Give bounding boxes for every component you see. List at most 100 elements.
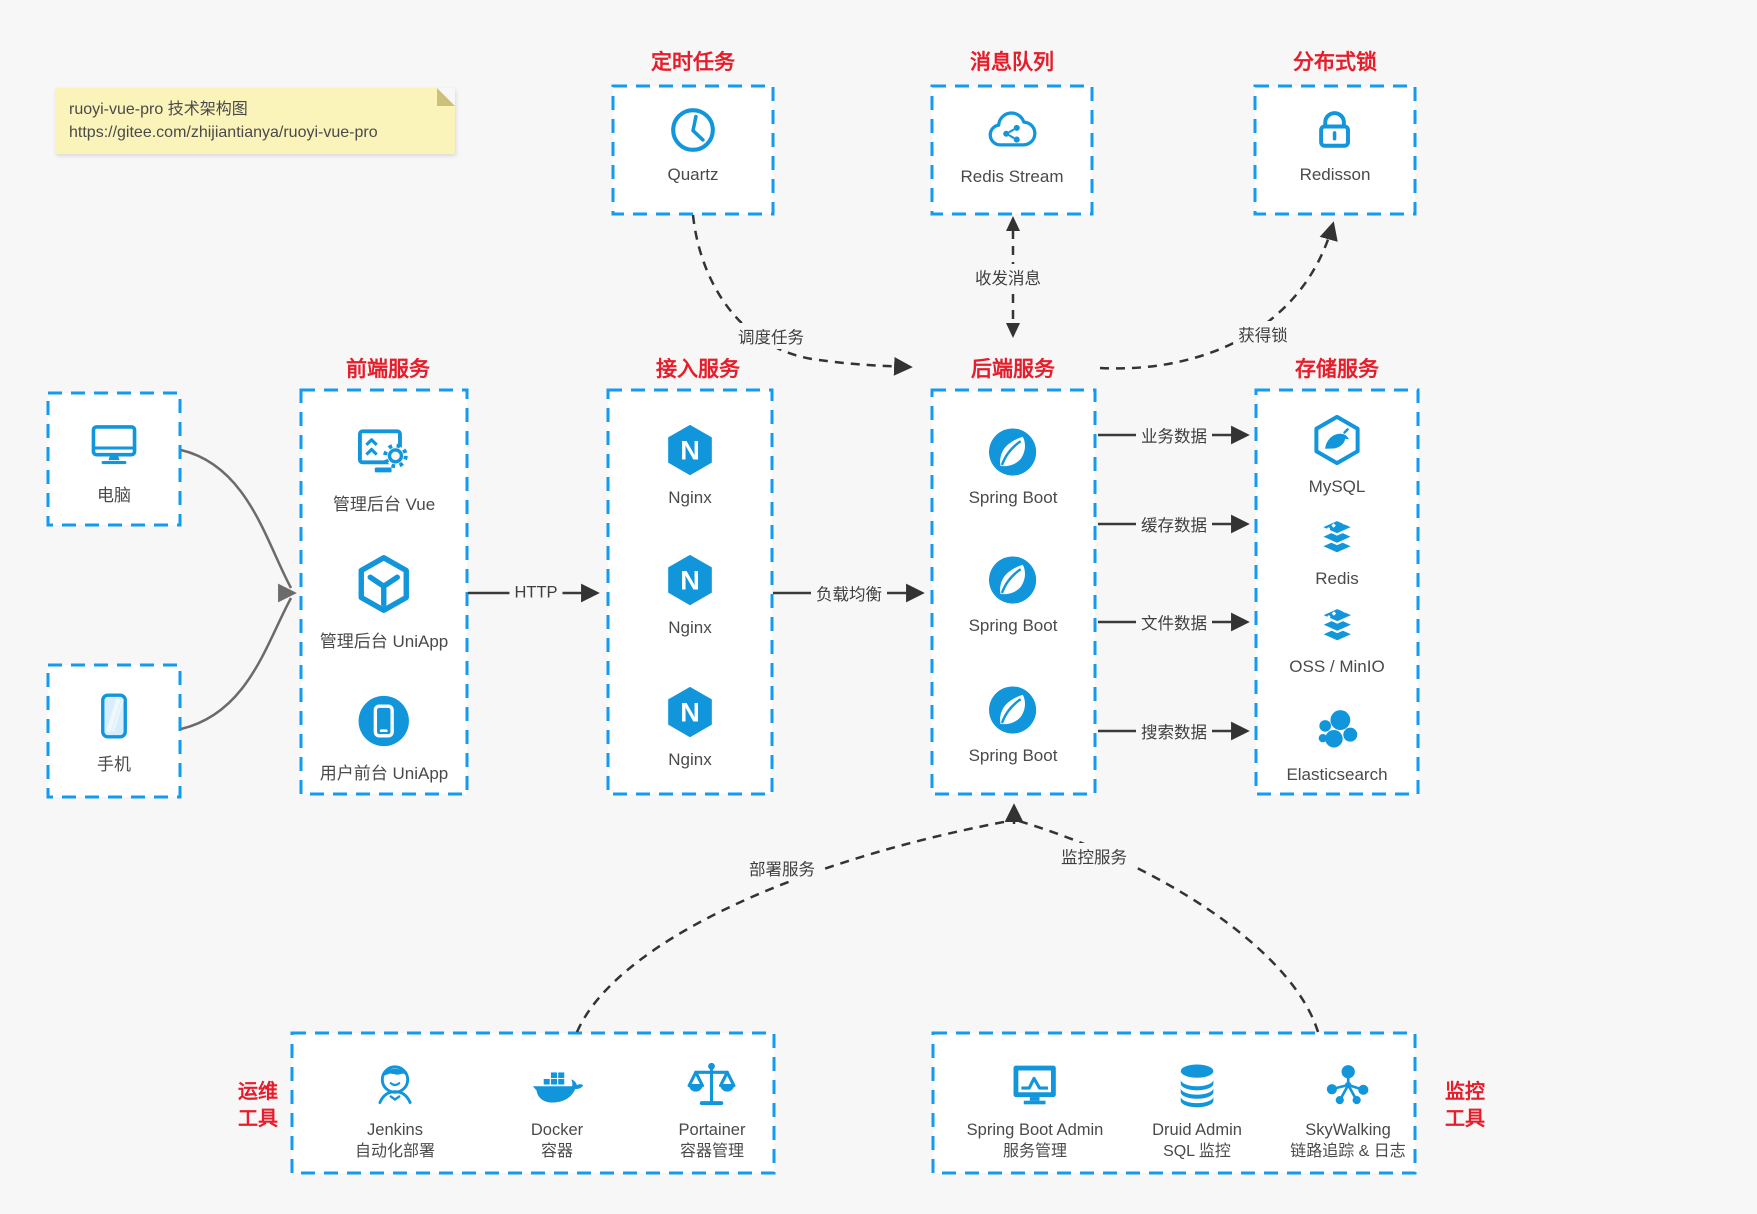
- node-redis: Redis: [1310, 508, 1364, 589]
- edge-desktop-to-frontend: [180, 448, 293, 589]
- title-monitoring-tools: 监控 工具: [1445, 1081, 1485, 1130]
- spring-leaf-icon: [989, 428, 1037, 476]
- message-arrowhead-up: [1006, 216, 1020, 231]
- node-label: Nginx: [668, 618, 712, 637]
- title-message-queue: 消息队列: [970, 51, 1054, 74]
- monitoring-group-box: [931, 1031, 1417, 1175]
- nginx-hexagon-icon: N: [668, 554, 712, 606]
- note-title: ruoyi-vue-pro 技术架构图: [69, 101, 248, 118]
- nginx-hexagon-icon: N: [668, 686, 712, 738]
- desktop-monitor-icon: [91, 425, 137, 465]
- cloud-share-icon: [989, 111, 1037, 147]
- edge-deploy-service-curve: [575, 819, 1010, 1033]
- node-elasticsearch: Elasticsearch: [1286, 702, 1388, 785]
- node-desc: 容器管理: [679, 1143, 745, 1160]
- node-desktop-client: 电脑: [85, 416, 143, 506]
- node-quartz: Quartz: [665, 102, 721, 185]
- node-label: OSS / MinIO: [1289, 657, 1385, 676]
- edge-schedule-task-curve: [691, 214, 913, 376]
- node-nginx-2: N Nginx: [659, 549, 721, 638]
- node-label: Spring Boot: [968, 746, 1058, 765]
- edge-monitor-service-curve: [1018, 819, 1320, 1033]
- node-oss-minio: OSS / MinIO: [1289, 596, 1385, 677]
- mysql-dolphin-hexagon-icon: [1314, 414, 1360, 466]
- edge-label-acquire-lock: 获得锁: [1233, 321, 1293, 347]
- node-skywalking: SkyWalking 链路追踪 & 日志: [1290, 1056, 1406, 1162]
- phone-circle-icon: [358, 695, 410, 747]
- sticky-note: ruoyi-vue-pro 技术架构图 https://gitee.com/zh…: [55, 88, 455, 154]
- redis-stack-icon: [1319, 518, 1355, 555]
- title-devops-tools: 运维 工具: [238, 1081, 278, 1130]
- node-label: 管理后台 UniApp: [319, 632, 449, 651]
- node-label: Redisson: [1299, 165, 1371, 184]
- node-name: Docker: [530, 1121, 584, 1139]
- node-name: Druid Admin: [1152, 1121, 1242, 1139]
- distributed-lock-group-box: [1253, 84, 1417, 216]
- node-name: Portainer: [678, 1121, 746, 1139]
- svg-text:N: N: [680, 697, 700, 728]
- node-spring-boot-2: Spring Boot: [968, 551, 1058, 636]
- node-desc: 服务管理: [1002, 1143, 1068, 1160]
- node-label: 电脑: [97, 486, 131, 505]
- nginx-hexagon-icon: N: [668, 424, 712, 476]
- message-arrowhead-down: [1006, 323, 1020, 338]
- node-label: Redis Stream: [960, 167, 1064, 186]
- monitor-chart-icon: [1013, 1065, 1057, 1105]
- title-backend: 后端服务: [971, 358, 1055, 381]
- title-frontend: 前端服务: [346, 358, 430, 381]
- spring-leaf-icon: [989, 686, 1037, 734]
- node-label: Elasticsearch: [1286, 765, 1388, 784]
- edge-label-schedule-task: 调度任务: [733, 323, 809, 349]
- node-desc: 容器: [540, 1143, 573, 1160]
- node-label: Nginx: [668, 488, 712, 507]
- note-url: https://gitee.com/zhijiantianya/ruoyi-vu…: [69, 124, 378, 141]
- node-nginx-1: N Nginx: [659, 419, 721, 508]
- node-name: Jenkins: [367, 1121, 423, 1139]
- title-scheduled-job: 定时任务: [651, 51, 735, 74]
- node-label: Spring Boot: [968, 616, 1058, 635]
- node-mysql: MySQL: [1307, 410, 1367, 497]
- svg-text:N: N: [680, 435, 700, 466]
- node-redisson: Redisson: [1299, 102, 1371, 185]
- node-docker: Docker 容器: [528, 1056, 586, 1162]
- edge-mobile-to-frontend: [180, 597, 293, 731]
- storage-stack-icon: [1319, 606, 1355, 643]
- node-portainer: Portainer 容器管理: [678, 1056, 746, 1162]
- edge-label-deploy-service: 部署服务: [744, 855, 820, 881]
- node-label: 管理后台 Vue: [332, 495, 436, 514]
- node-admin-uniapp: 管理后台 UniApp: [320, 548, 448, 652]
- node-name: SkyWalking: [1305, 1121, 1391, 1139]
- node-jenkins: Jenkins 自动化部署: [355, 1056, 435, 1162]
- svg-text:N: N: [680, 565, 700, 596]
- node-label: MySQL: [1308, 477, 1366, 496]
- title-gateway: 接入服务: [656, 358, 740, 381]
- jenkins-butler-icon: [378, 1065, 412, 1104]
- node-desc: SQL 监控: [1163, 1143, 1231, 1160]
- edge-label-load-balance: 负载均衡: [811, 580, 887, 606]
- node-desc: 链路追踪 & 日志: [1290, 1143, 1406, 1160]
- node-label: 手机: [97, 755, 131, 774]
- node-label: Quartz: [667, 165, 719, 184]
- devops-group-box: [290, 1031, 776, 1175]
- title-storage: 存储服务: [1295, 358, 1379, 381]
- node-admin-vue: 管理后台 Vue: [333, 421, 435, 515]
- node-label: Spring Boot: [968, 488, 1058, 507]
- admin-dashboard-gear-icon: [358, 429, 408, 473]
- edge-acquire-lock-curve: [1099, 221, 1338, 370]
- cube-icon: [358, 555, 410, 613]
- database-icon: [1180, 1064, 1214, 1108]
- node-spring-boot-admin: Spring Boot Admin 服务管理: [967, 1056, 1103, 1162]
- node-druid-admin: Druid Admin SQL 监控: [1152, 1056, 1242, 1162]
- docker-whale-icon: [532, 1072, 584, 1103]
- node-label: 用户前台 UniApp: [319, 764, 449, 783]
- elasticsearch-cluster-icon: [1318, 710, 1357, 748]
- lock-icon: [1319, 111, 1351, 148]
- title-distributed-lock: 分布式锁: [1293, 51, 1377, 74]
- clock-icon: [671, 108, 715, 152]
- node-user-uniapp: 用户前台 UniApp: [320, 690, 448, 784]
- node-redis-stream: Redis Stream: [960, 104, 1064, 187]
- node-mobile-client: 手机: [87, 689, 141, 775]
- smartphone-icon: [101, 693, 127, 739]
